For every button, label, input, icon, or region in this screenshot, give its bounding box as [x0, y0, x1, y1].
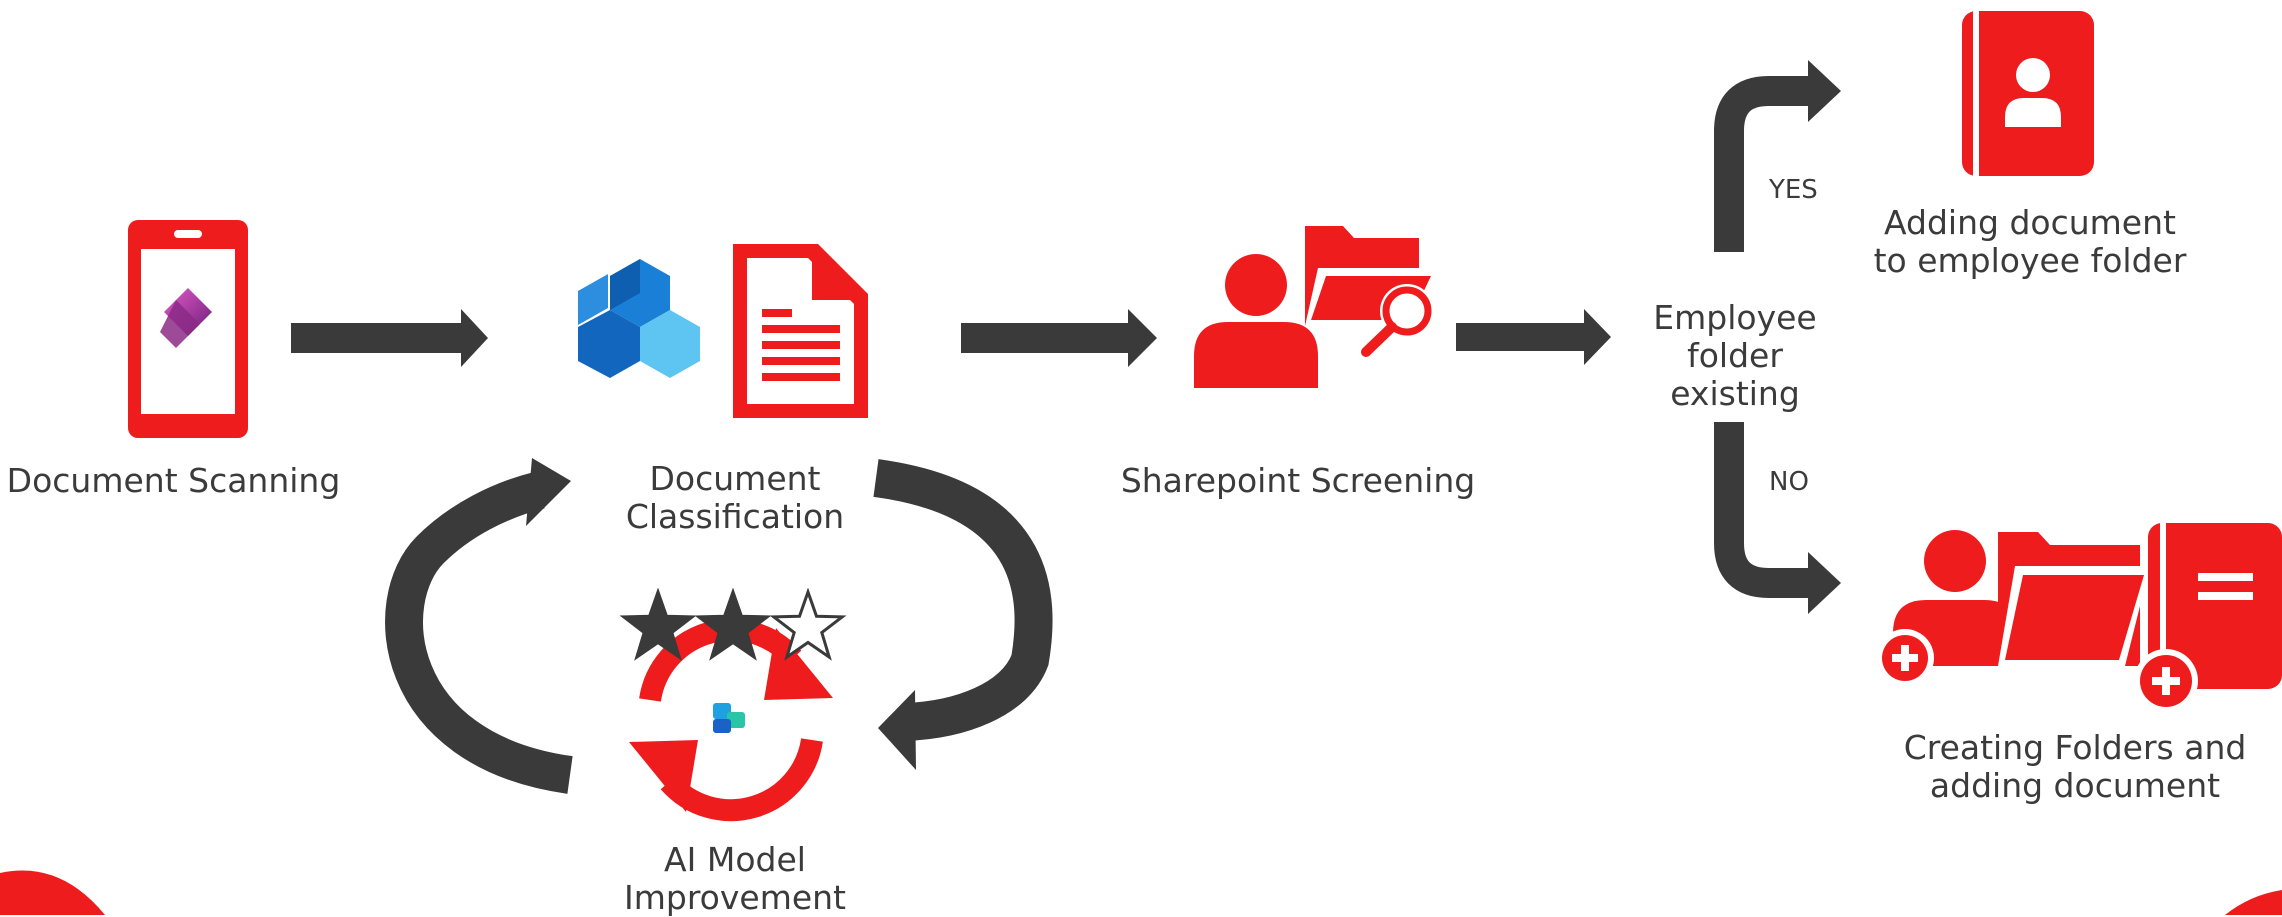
- star-empty-icon: [769, 588, 847, 661]
- add-user-folder-book-icon: [1876, 523, 2282, 713]
- label-line: existing: [1670, 374, 1800, 413]
- loop-arrow-left: [385, 458, 573, 794]
- label-ai-model-improvement: AI Model Improvement: [580, 841, 890, 917]
- arrow-yes-branch: [1714, 60, 1841, 252]
- arrow-classify-to-screening: [961, 309, 1157, 367]
- corner-decoration-left: [0, 870, 105, 915]
- star-filled-icon: [694, 588, 772, 661]
- arrow-scan-to-classify: [291, 309, 488, 367]
- label-line: AI Model: [664, 840, 806, 879]
- label-line: Classification: [625, 497, 845, 536]
- label-document-classification: Document Classification: [580, 460, 890, 536]
- branch-label-no: NO: [1769, 467, 1809, 497]
- contact-book-icon: [1962, 11, 2094, 176]
- label-line: Document: [649, 459, 821, 498]
- loop-arrow-right: [873, 459, 1053, 770]
- label-line: Improvement: [624, 878, 846, 917]
- label-line: to employee folder: [1873, 241, 2187, 280]
- star-filled-icon: [619, 588, 697, 661]
- label-line: Employee: [1653, 298, 1817, 337]
- label-adding-document: Adding document to employee folder: [1840, 204, 2220, 280]
- user-folder-search-icon: [1194, 226, 1437, 388]
- corner-decoration-right: [2225, 890, 2282, 915]
- label-creating-folders: Creating Folders and adding document: [1880, 729, 2270, 805]
- refresh-copilot-icon: [629, 618, 833, 822]
- arrow-no-branch: [1714, 422, 1841, 614]
- label-line: adding document: [1929, 766, 2221, 805]
- label-line: folder: [1687, 336, 1783, 375]
- label-document-scanning: Document Scanning: [6, 461, 341, 500]
- label-line: Adding document: [1884, 203, 2176, 242]
- arrow-screening-to-decision: [1456, 309, 1611, 365]
- label-sharepoint-screening: Sharepoint Screening: [1120, 461, 1476, 500]
- label-line: Creating Folders and: [1903, 728, 2247, 767]
- phone-powerapps-icon: [128, 220, 248, 438]
- branch-label-yes: YES: [1769, 175, 1818, 205]
- rating-stars: [619, 588, 847, 661]
- ai-builder-document-icon: [578, 244, 868, 418]
- decision-node: Employee folder existing: [1620, 299, 1850, 413]
